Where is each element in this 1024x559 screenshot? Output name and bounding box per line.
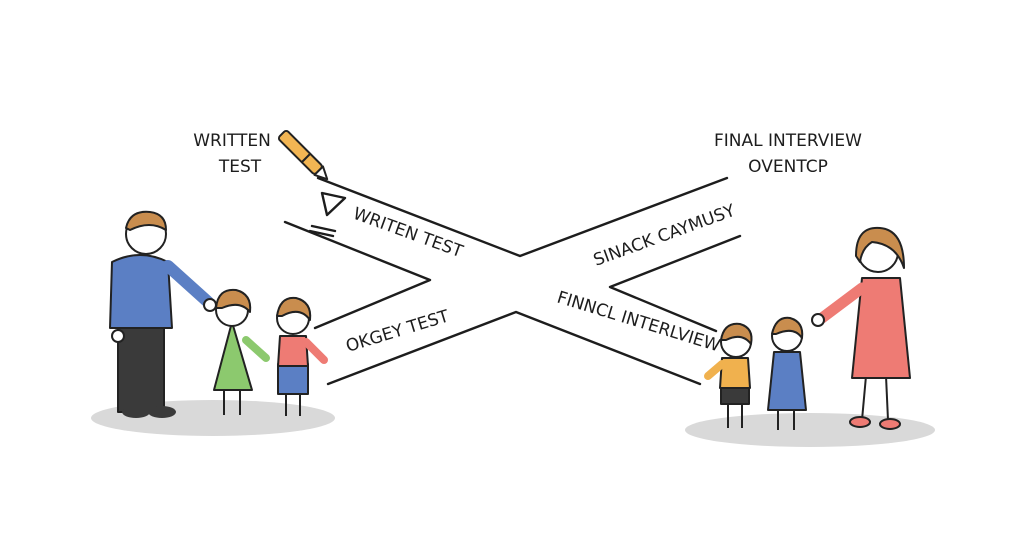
ground-shadow-right [685, 413, 935, 447]
father-figure [109, 210, 217, 418]
boy-figure-yellow [704, 322, 753, 428]
label-final-interview: FINAL INTERVIEW [714, 131, 862, 151]
label-final-interview-2: OVENTCP [748, 157, 828, 177]
pen-icon [277, 129, 329, 181]
road-label-upper-right: SINACK CAYMUSY [591, 201, 739, 271]
mother-figure [811, 226, 911, 430]
crossing-paths [283, 176, 742, 386]
pen-tip-icon [308, 191, 347, 238]
label-written-test-2: TEST [218, 157, 262, 177]
girl-figure-pink [276, 296, 328, 416]
girl-figure-green [213, 288, 270, 415]
label-written-test: WRITTEN [193, 131, 271, 151]
road-label-lower-left: OKGEY TEST [344, 306, 452, 356]
boy-figure-blue [767, 316, 807, 430]
